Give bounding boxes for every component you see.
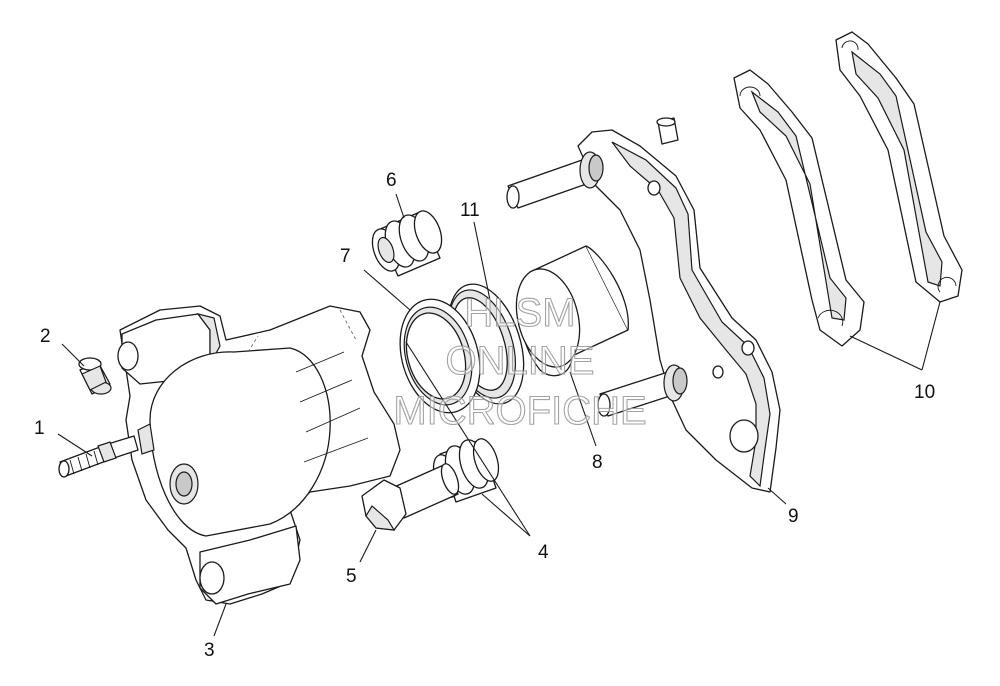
- leader-6: [395, 193, 405, 219]
- leader-3: [213, 603, 227, 637]
- leader-8: [569, 371, 597, 447]
- leader-11: [473, 221, 491, 301]
- brake-pad-front: [733, 69, 865, 347]
- leader-4b: [481, 493, 531, 537]
- callout-8: 8: [592, 452, 603, 473]
- leader-10b: [921, 301, 941, 371]
- leader-2: [61, 343, 85, 367]
- callout-3: 3: [204, 640, 215, 661]
- callout-10: 10: [914, 382, 935, 403]
- callout-1: 1: [34, 418, 45, 439]
- bleeder-cap: [78, 357, 112, 395]
- watermark-line-2: ONLINE: [446, 339, 595, 383]
- leader-1: [57, 433, 93, 457]
- leader-4a: [405, 341, 531, 537]
- watermark-line-1: HLSM: [464, 291, 575, 335]
- callout-11: 11: [460, 200, 480, 221]
- brake-pad-rear: [835, 31, 963, 303]
- bracket-slide-pin-lower: [597, 364, 688, 417]
- callout-labels: 1 2 3 4 5 6 7 8 9 10 11: [34, 170, 935, 661]
- leader-10a: [849, 335, 923, 371]
- callout-6: 6: [386, 170, 397, 191]
- dust-seal-ring: [399, 298, 481, 414]
- callout-9: 9: [788, 506, 799, 527]
- watermark-line-3: MICROFICHE: [393, 389, 646, 433]
- leader-lines: [57, 193, 941, 637]
- watermark: HLSM ONLINE MICROFICHE: [393, 290, 647, 433]
- caliper-body: [117, 305, 401, 605]
- callout-4: 4: [538, 542, 549, 563]
- caliper-bracket: [577, 117, 781, 493]
- leader-7: [363, 269, 411, 311]
- leader-9: [767, 487, 787, 505]
- caliper-piston: [515, 245, 629, 377]
- callout-2: 2: [40, 326, 51, 347]
- rubber-boot-upper: [371, 210, 443, 277]
- bleeder-screw: [58, 435, 139, 478]
- callout-5: 5: [346, 566, 357, 587]
- bracket-slide-pin-upper: [506, 151, 604, 209]
- leader-5: [359, 529, 377, 563]
- slide-pin-bolt: [361, 463, 460, 531]
- callout-7: 7: [340, 246, 351, 267]
